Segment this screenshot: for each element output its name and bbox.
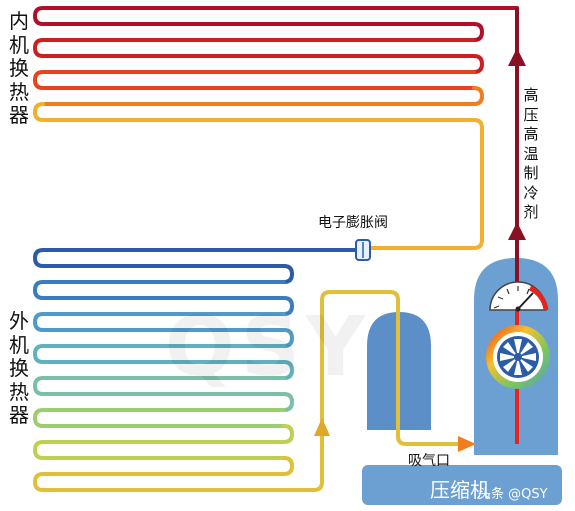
suction-port-label: 吸气口 <box>408 453 450 469</box>
flow-arrow-icon <box>508 222 526 240</box>
outdoor-coil <box>33 248 464 492</box>
flow-arrow-icon <box>508 48 526 66</box>
fan-icon <box>486 325 550 389</box>
source-watermark: 头条 @QSY <box>478 487 548 502</box>
expansion-valve-icon <box>355 239 371 261</box>
background-watermark: QSY <box>165 300 372 395</box>
indoor-coil <box>33 6 519 250</box>
flow-arrow-icon <box>314 418 330 436</box>
outdoor-exchanger-label: 外机换热器 <box>9 309 29 427</box>
flow-arrow-icon <box>458 436 476 452</box>
indoor-exchanger-label: 内机换热器 <box>9 9 29 127</box>
hp-refrigerant-label: 高压高温制冷剂 <box>523 86 539 221</box>
expansion-valve-label: 电子膨胀阀 <box>318 215 388 231</box>
compressor-base <box>362 465 562 505</box>
compressor-label: 压缩机 <box>430 478 490 502</box>
pressure-gauge-icon <box>489 281 549 312</box>
